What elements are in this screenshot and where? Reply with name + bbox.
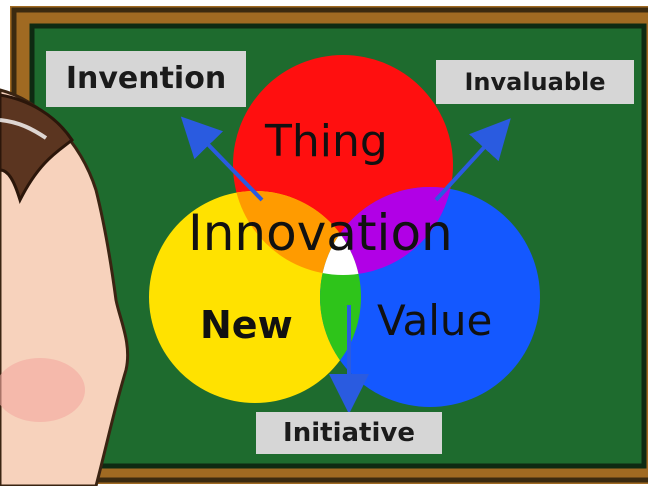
label-invention: Invention: [46, 51, 246, 107]
label-invaluable: Invaluable: [436, 60, 634, 104]
cheek: [0, 358, 85, 422]
label-innovation: Innovation: [188, 204, 453, 262]
cartoon-person: [0, 88, 130, 486]
label-thing: Thing: [265, 116, 388, 167]
hair-shine: [0, 118, 48, 140]
overlap-thing-value: [320, 187, 453, 275]
arrow-to-invention: [180, 116, 264, 202]
label-new: New: [200, 303, 293, 347]
label-initiative: Initiative: [256, 412, 442, 454]
overlap-thing-new: [233, 191, 361, 275]
hair: [0, 93, 74, 205]
label-value: Value: [377, 296, 493, 345]
arrow-to-invaluable: [434, 118, 511, 202]
